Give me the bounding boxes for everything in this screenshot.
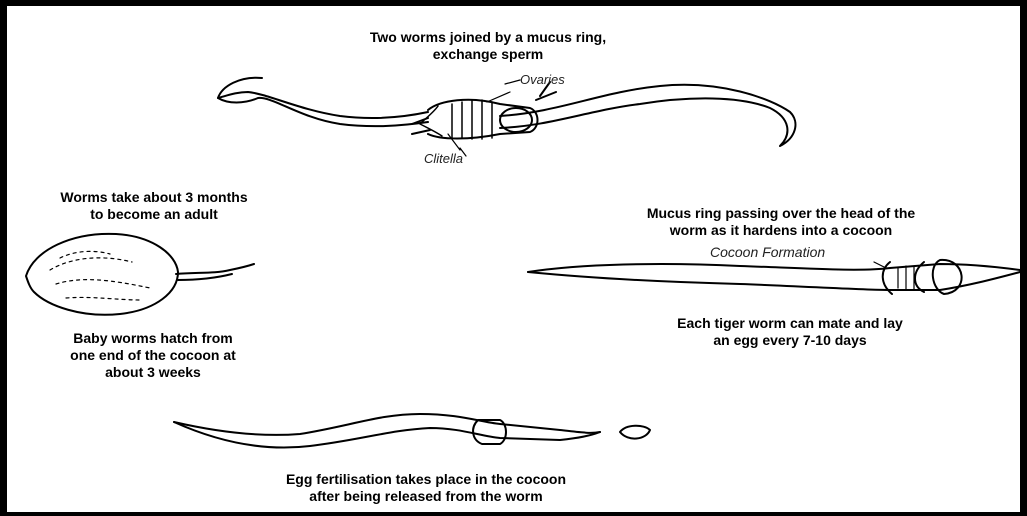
cocoon-formation-worm-drawing [528, 260, 1020, 294]
label-ovaries: Ovaries [520, 72, 565, 87]
caption-mucus-ring: Mucus ring passing over the head of the … [566, 205, 996, 239]
mating-worms-drawing [218, 78, 795, 156]
caption-fertilisation: Egg fertilisation takes place in the coc… [196, 471, 656, 505]
label-cocoon-formation: Cocoon Formation [710, 244, 825, 260]
cocoon-hatching-drawing [26, 234, 254, 315]
egg-release-worm-drawing [174, 414, 650, 448]
caption-hatch: Baby worms hatch from one end of the coc… [18, 330, 288, 381]
caption-adult: Worms take about 3 months to become an a… [28, 189, 280, 223]
caption-mating: Two worms joined by a mucus ring, exchan… [320, 29, 656, 63]
caption-mate-lay: Each tiger worm can mate and lay an egg … [600, 315, 980, 349]
label-clitella: Clitella [424, 151, 463, 166]
